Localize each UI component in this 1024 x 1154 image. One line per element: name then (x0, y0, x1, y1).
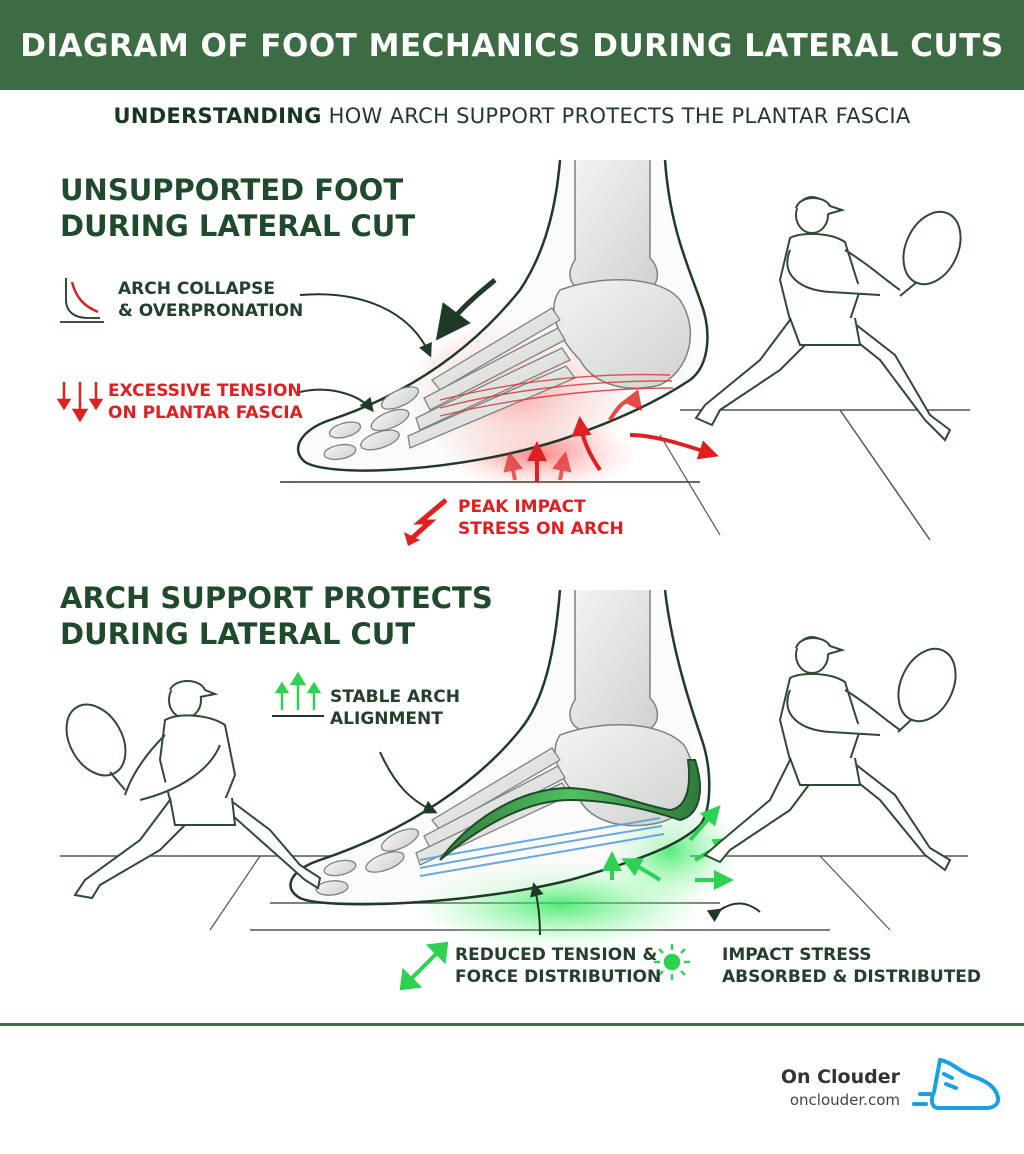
bottom-panel-title: ARCH SUPPORT PROTECTS DURING LATERAL CUT (60, 580, 493, 652)
brand-name[interactable]: On Clouder (780, 1066, 900, 1088)
bottom-panel-art (60, 589, 968, 991)
top-panel-title: UNSUPPORTED FOOT DURING LATERAL CUT (60, 172, 415, 244)
bottom-panel-title-line2: DURING LATERAL CUT (60, 617, 416, 651)
label-impact-absorbed-line1: IMPACT STRESS (722, 945, 872, 965)
label-excessive-tension-line1: EXCESSIVE TENSION (108, 381, 302, 401)
brand-url[interactable]: onclouder.com (789, 1091, 900, 1109)
label-reduced-tension-line2: FORCE DISTRIBUTION (455, 967, 662, 987)
label-arch-collapse: ARCH COLLAPSE & OVERPRONATION (118, 278, 303, 322)
foot-arch-icon (60, 278, 104, 323)
label-stable-arch: STABLE ARCH ALIGNMENT (330, 686, 460, 730)
label-stable-arch-line1: STABLE ARCH (330, 687, 460, 707)
page-title: DIAGRAM OF FOOT MECHANICS DURING LATERAL… (20, 28, 1004, 64)
label-peak-impact-line1: PEAK IMPACT (458, 497, 586, 517)
label-peak-impact-line2: STRESS ON ARCH (458, 519, 624, 539)
label-stable-arch-line2: ALIGNMENT (330, 709, 443, 729)
tennis-player-top (694, 196, 962, 442)
tennis-player-bottom-left (65, 680, 322, 900)
subtitle-bold: UNDERSTANDING (113, 104, 322, 128)
top-panel-title-line1: UNSUPPORTED FOOT (60, 173, 404, 207)
label-arch-collapse-line2: & OVERPRONATION (118, 301, 304, 321)
top-panel-title-line2: DURING LATERAL CUT (60, 209, 416, 243)
label-arch-collapse-line1: ARCH COLLAPSE (118, 279, 275, 299)
zigzag-arrow-icon (404, 498, 448, 546)
down-arrows-icon (56, 382, 104, 423)
header-bar (0, 0, 1024, 90)
top-panel-art (56, 159, 970, 546)
label-reduced-tension-line1: REDUCED TENSION & (455, 945, 658, 965)
footer-divider (0, 1023, 1024, 1026)
bottom-panel-title-line1: ARCH SUPPORT PROTECTS (60, 581, 493, 615)
label-impact-absorbed-line2: ABSORBED & DISTRIBUTED (722, 967, 982, 987)
tennis-player-bottom-right (703, 636, 957, 872)
shoe-logo-icon (912, 1058, 1001, 1110)
diagonal-double-arrow-icon (399, 941, 449, 991)
up-arrows-icon (272, 671, 324, 717)
subtitle-rest: HOW ARCH SUPPORT PROTECTS THE PLANTAR FA… (321, 104, 911, 128)
label-reduced-tension: REDUCED TENSION & FORCE DISTRIBUTION (455, 944, 661, 988)
label-excessive-tension: EXCESSIVE TENSION ON PLANTAR FASCIA (108, 380, 303, 424)
subtitle: UNDERSTANDING HOW ARCH SUPPORT PROTECTS … (0, 104, 1024, 128)
label-impact-absorbed: IMPACT STRESS ABSORBED & DISTRIBUTED (722, 944, 981, 988)
label-excessive-tension-line2: ON PLANTAR FASCIA (108, 403, 303, 423)
label-peak-impact: PEAK IMPACT STRESS ON ARCH (458, 496, 624, 540)
sunburst-icon (654, 944, 690, 980)
